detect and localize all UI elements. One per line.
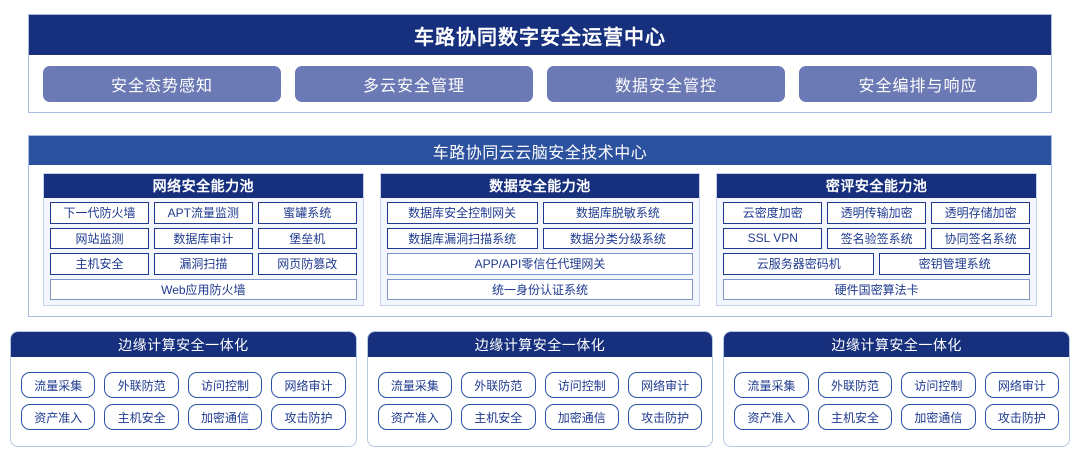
operation-center-button-row: 安全态势感知 多云安全管理 数据安全管控 安全编排与响应 <box>29 55 1051 112</box>
edge-pill[interactable]: 流量采集 <box>377 372 453 398</box>
pool-data-security: 数据安全能力池 数据库安全控制网关 数据库脱敏系统 数据库漏洞扫描系统 数据分类… <box>379 173 701 306</box>
edge-box-title: 边缘计算安全一体化 <box>724 332 1070 357</box>
pool-row: 云服务器密码机 密钥管理系统 <box>723 253 1031 275</box>
edge-pill[interactable]: 资产准入 <box>21 404 96 430</box>
edge-pill[interactable]: 流量采集 <box>21 372 96 398</box>
edge-pill[interactable]: 网络审计 <box>627 372 703 398</box>
pool-row: 主机安全 漏洞扫描 网页防篡改 <box>50 253 357 275</box>
pool-cell[interactable]: 密钥管理系统 <box>879 253 1031 275</box>
pool-cell[interactable]: 云密度加密 <box>723 202 823 224</box>
edge-row: 资产准入 主机安全 加密通信 攻击防护 <box>734 404 1060 430</box>
edge-box-3: 边缘计算安全一体化 流量采集 外联防范 访问控制 网络审计 资产准入 主机安全 … <box>723 331 1071 447</box>
pool-cell[interactable]: 云服务器密码机 <box>723 253 875 275</box>
edge-pill[interactable]: 加密通信 <box>544 404 619 430</box>
pool-cell[interactable]: 透明存储加密 <box>931 202 1031 224</box>
pool-cell[interactable]: 堡垒机 <box>257 227 357 249</box>
pool-cell[interactable]: 下一代防火墙 <box>50 202 149 224</box>
pool-title: 密评安全能力池 <box>717 174 1037 198</box>
edge-row: 资产准入 主机安全 加密通信 攻击防护 <box>377 404 703 430</box>
pool-cell[interactable]: 统一身份认证系统 <box>386 278 694 300</box>
edge-box-body: 流量采集 外联防范 访问控制 网络审计 资产准入 主机安全 加密通信 攻击防护 <box>724 357 1069 446</box>
pool-cell[interactable]: 硬件国密算法卡 <box>723 278 1031 300</box>
operation-center-title: 车路协同数字安全运营中心 <box>29 15 1051 55</box>
edge-pill[interactable]: 资产准入 <box>734 404 809 430</box>
edge-pill[interactable]: 访问控制 <box>901 372 976 398</box>
pool-title: 数据安全能力池 <box>380 174 700 198</box>
pool-row: 网站监测 数据库审计 堡垒机 <box>50 227 357 249</box>
edge-pill[interactable]: 加密通信 <box>187 404 263 430</box>
edge-pill[interactable]: 加密通信 <box>901 404 976 430</box>
pool-cell[interactable]: 数据库安全控制网关 <box>386 202 538 224</box>
edge-box-body: 流量采集 外联防范 访问控制 网络审计 资产准入 主机安全 加密通信 攻击防护 <box>368 357 713 446</box>
pool-row: 数据库漏洞扫描系统 数据分类分级系统 <box>386 227 694 249</box>
ops-button-multicloud-security[interactable]: 多云安全管理 <box>295 65 533 102</box>
edge-pill[interactable]: 攻击防护 <box>271 404 346 430</box>
pool-cell[interactable]: 协同签名系统 <box>931 227 1031 249</box>
edge-pill[interactable]: 主机安全 <box>461 404 536 430</box>
edge-pill[interactable]: 主机安全 <box>817 404 893 430</box>
pool-body: 数据库安全控制网关 数据库脱敏系统 数据库漏洞扫描系统 数据分类分级系统 APP… <box>381 198 700 305</box>
pool-row: APP/API零信任代理网关 <box>386 253 694 275</box>
edge-pill[interactable]: 主机安全 <box>104 404 179 430</box>
edge-pill[interactable]: 资产准入 <box>377 404 453 430</box>
pool-cell[interactable]: 数据库脱敏系统 <box>542 202 694 224</box>
edge-box-1: 边缘计算安全一体化 流量采集 外联防范 访问控制 网络审计 资产准入 主机安全 … <box>10 331 357 447</box>
capability-pool-row: 网络安全能力池 下一代防火墙 APT流量监测 蜜罐系统 网站监测 数据库审计 堡… <box>29 165 1051 316</box>
edge-pill[interactable]: 攻击防护 <box>627 404 703 430</box>
pool-row: 硬件国密算法卡 <box>723 278 1031 300</box>
pool-cell[interactable]: 主机安全 <box>50 253 149 275</box>
edge-row: 流量采集 外联防范 访问控制 网络审计 <box>734 372 1060 398</box>
pool-title: 网络安全能力池 <box>44 174 363 198</box>
pool-cell[interactable]: 数据分类分级系统 <box>542 227 694 249</box>
edge-row: 资产准入 主机安全 加密通信 攻击防护 <box>21 404 346 430</box>
pool-cell[interactable]: 数据库审计 <box>153 227 253 249</box>
edge-pill[interactable]: 攻击防护 <box>984 404 1060 430</box>
edge-pill[interactable]: 外联防范 <box>461 372 536 398</box>
edge-pill[interactable]: 外联防范 <box>817 372 893 398</box>
pool-row: 数据库安全控制网关 数据库脱敏系统 <box>386 202 694 224</box>
edge-box-title: 边缘计算安全一体化 <box>367 332 713 357</box>
tech-center-title: 车路协同云云脑安全技术中心 <box>29 136 1051 165</box>
pool-network-security: 网络安全能力池 下一代防火墙 APT流量监测 蜜罐系统 网站监测 数据库审计 堡… <box>43 173 364 306</box>
ops-button-situation-awareness[interactable]: 安全态势感知 <box>43 65 281 102</box>
edge-pill[interactable]: 网络审计 <box>271 372 346 398</box>
edge-box-2: 边缘计算安全一体化 流量采集 外联防范 访问控制 网络审计 资产准入 主机安全 … <box>366 331 714 447</box>
pool-cell[interactable]: APT流量监测 <box>153 202 253 224</box>
pool-body: 云密度加密 透明传输加密 透明存储加密 SSL VPN 签名验签系统 协同签名系… <box>717 198 1036 305</box>
edge-row: 流量采集 外联防范 访问控制 网络审计 <box>377 372 703 398</box>
pool-cell[interactable]: SSL VPN <box>723 227 823 249</box>
pool-cell[interactable]: 透明传输加密 <box>827 202 927 224</box>
edge-computing-row: 边缘计算安全一体化 流量采集 外联防范 访问控制 网络审计 资产准入 主机安全 … <box>10 331 1071 447</box>
pool-row: 统一身份认证系统 <box>386 278 694 300</box>
pool-cell[interactable]: Web应用防火墙 <box>50 278 357 300</box>
ops-button-data-security-control[interactable]: 数据安全管控 <box>547 65 785 102</box>
ops-button-orchestration-response[interactable]: 安全编排与响应 <box>799 65 1037 102</box>
edge-pill[interactable]: 访问控制 <box>544 372 619 398</box>
tech-center-panel: 车路协同云云脑安全技术中心 网络安全能力池 下一代防火墙 APT流量监测 蜜罐系… <box>28 135 1052 317</box>
edge-pill[interactable]: 网络审计 <box>984 372 1060 398</box>
operation-center-panel: 车路协同数字安全运营中心 安全态势感知 多云安全管理 数据安全管控 安全编排与响… <box>28 14 1052 113</box>
pool-cell[interactable]: 蜜罐系统 <box>257 202 357 224</box>
pool-row: 云密度加密 透明传输加密 透明存储加密 <box>723 202 1031 224</box>
edge-pill[interactable]: 外联防范 <box>104 372 179 398</box>
pool-crypto-security: 密评安全能力池 云密度加密 透明传输加密 透明存储加密 SSL VPN 签名验签… <box>716 173 1038 306</box>
pool-body: 下一代防火墙 APT流量监测 蜜罐系统 网站监测 数据库审计 堡垒机 主机安全 … <box>44 198 363 305</box>
edge-box-body: 流量采集 外联防范 访问控制 网络审计 资产准入 主机安全 加密通信 攻击防护 <box>11 357 356 446</box>
pool-cell[interactable]: 网站监测 <box>50 227 149 249</box>
pool-cell[interactable]: 数据库漏洞扫描系统 <box>386 227 538 249</box>
pool-row: 下一代防火墙 APT流量监测 蜜罐系统 <box>50 202 357 224</box>
edge-box-title: 边缘计算安全一体化 <box>11 332 356 357</box>
edge-pill[interactable]: 访问控制 <box>187 372 263 398</box>
pool-row: Web应用防火墙 <box>50 278 357 300</box>
pool-cell[interactable]: APP/API零信任代理网关 <box>386 253 694 275</box>
pool-row: SSL VPN 签名验签系统 协同签名系统 <box>723 227 1031 249</box>
edge-pill[interactable]: 流量采集 <box>734 372 809 398</box>
pool-cell[interactable]: 漏洞扫描 <box>153 253 253 275</box>
edge-row: 流量采集 外联防范 访问控制 网络审计 <box>21 372 346 398</box>
pool-cell[interactable]: 签名验签系统 <box>827 227 927 249</box>
pool-cell[interactable]: 网页防篡改 <box>257 253 357 275</box>
